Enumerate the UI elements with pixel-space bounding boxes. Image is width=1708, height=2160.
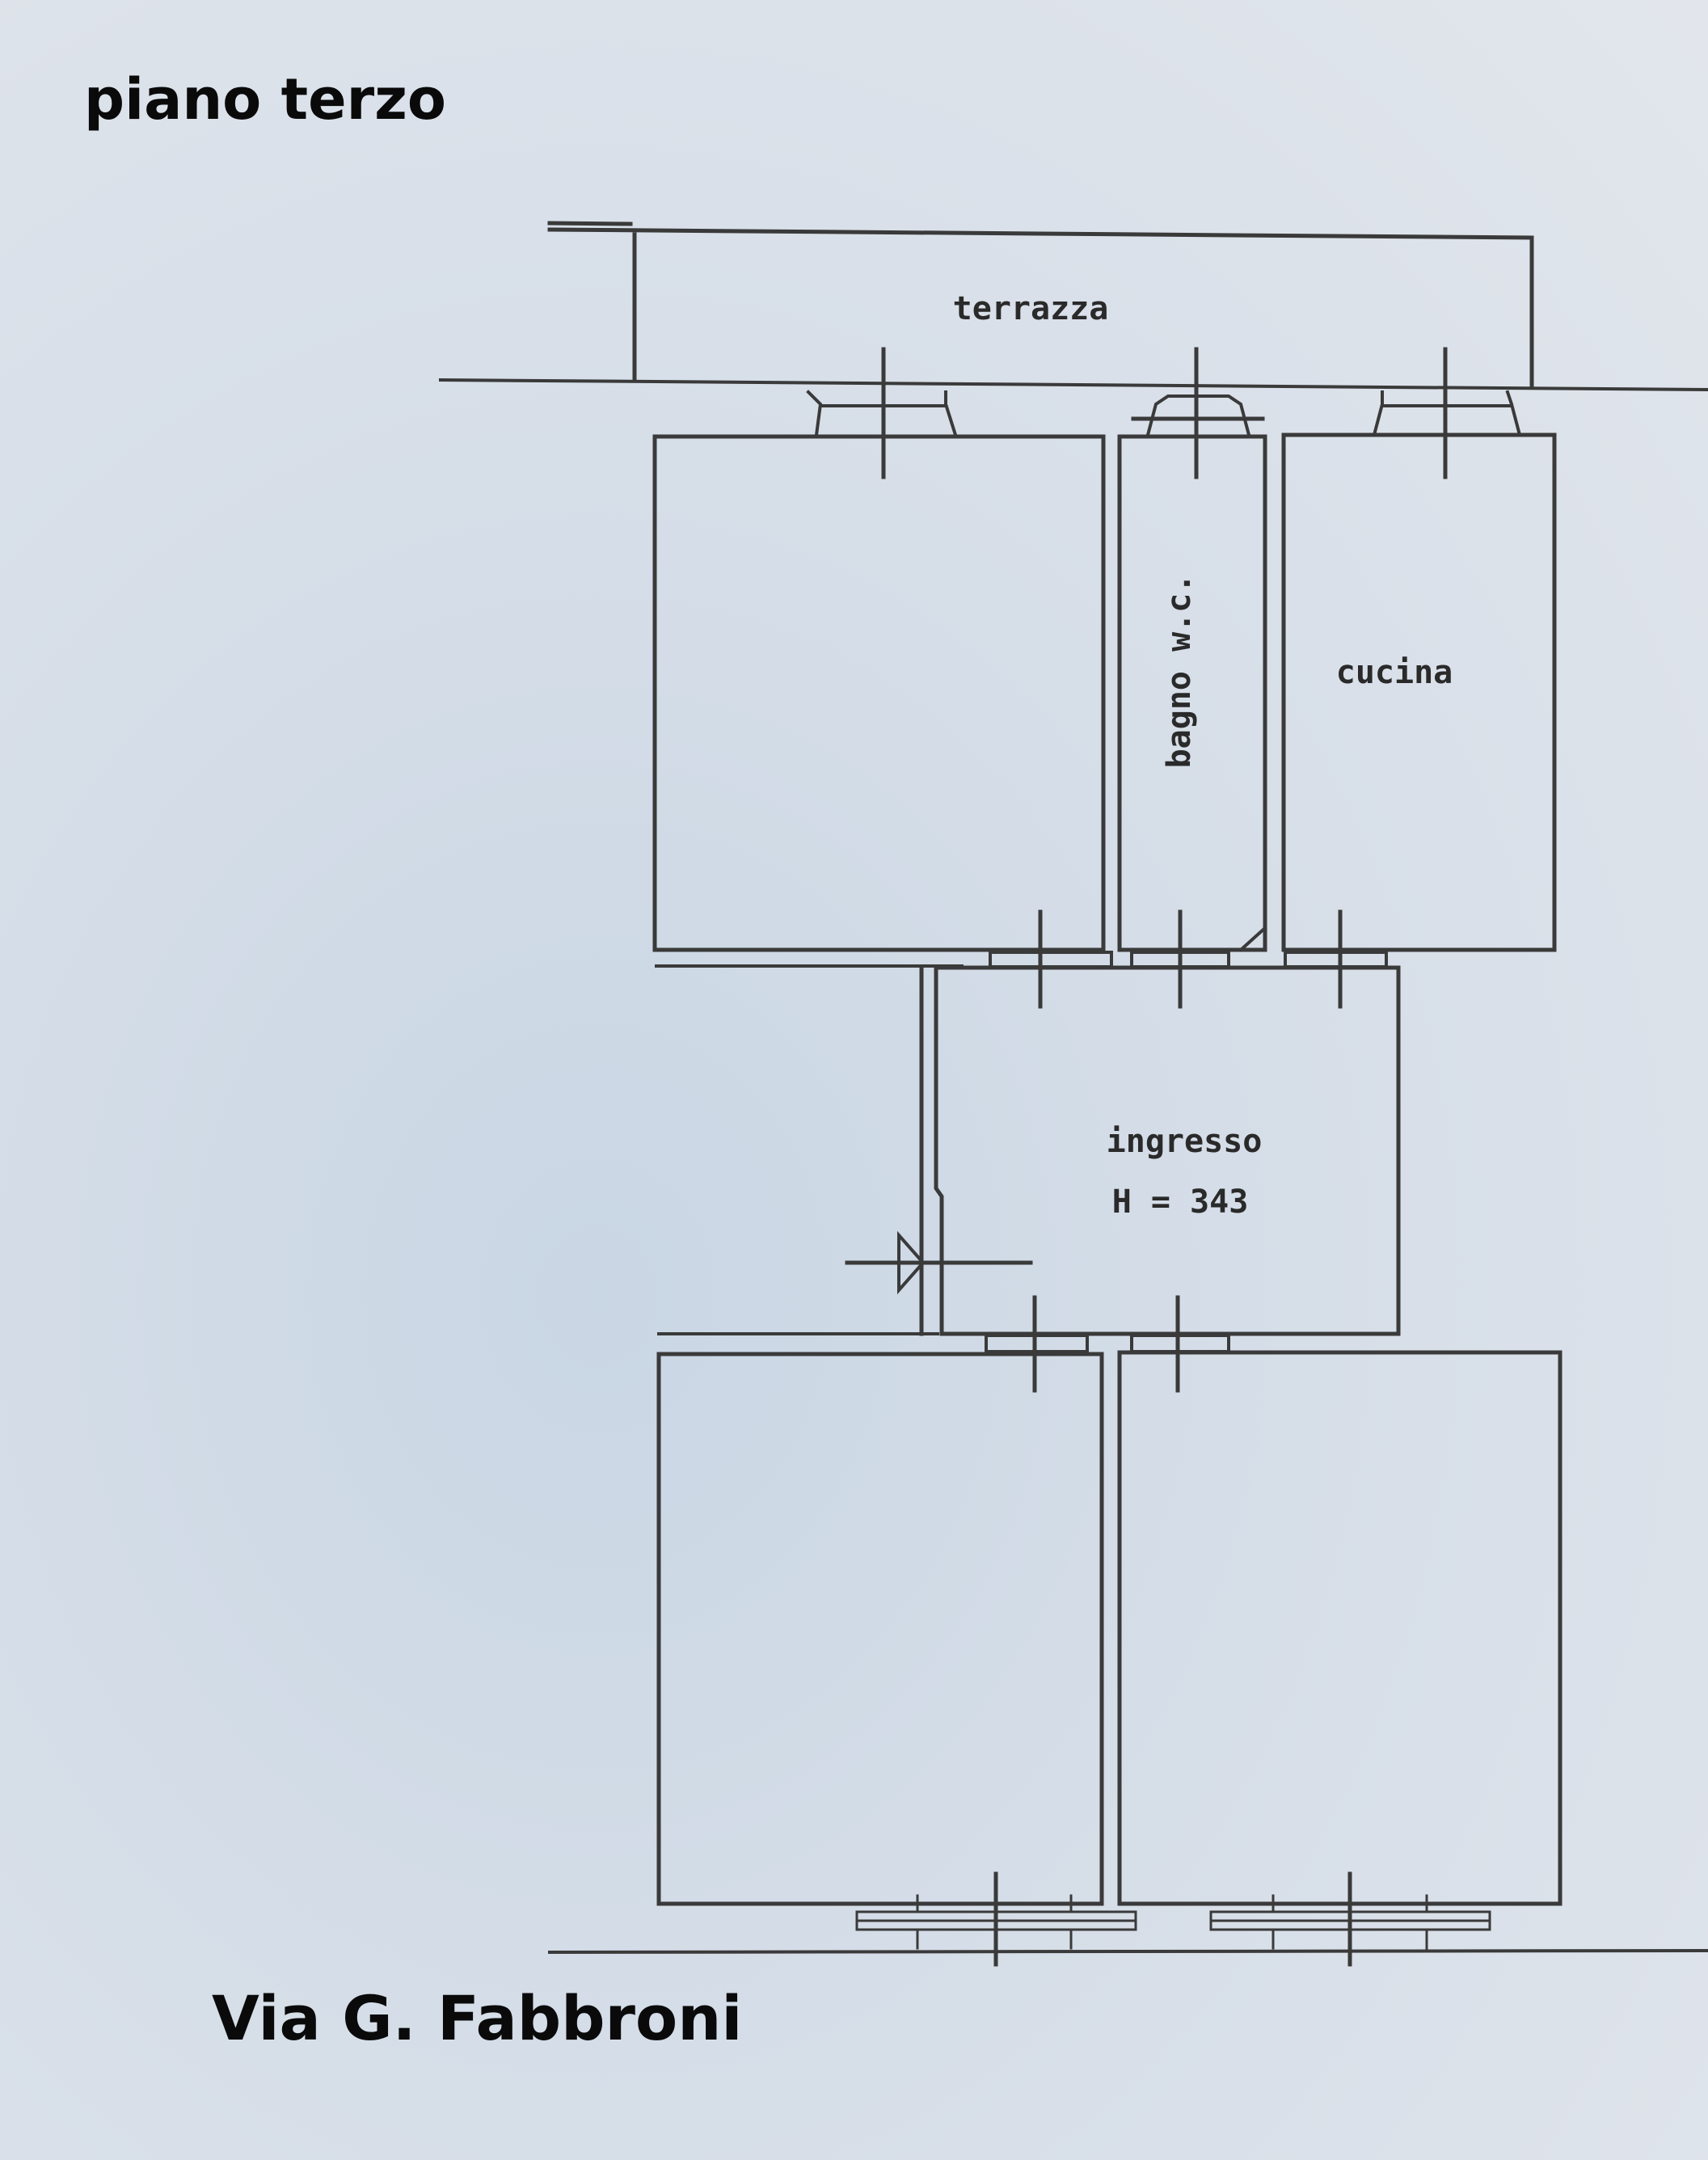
label-terrace: terrazza bbox=[953, 290, 1109, 327]
street-line bbox=[547, 1948, 1708, 1955]
room-bathroom bbox=[1117, 434, 1267, 952]
entrance-door-symbol bbox=[897, 1230, 926, 1295]
label-entrance-height: H = 343 bbox=[1112, 1183, 1249, 1221]
axis-ticks bbox=[845, 347, 1448, 1967]
floor-title: piano terzo bbox=[84, 66, 446, 133]
room-bottom-left bbox=[656, 1352, 1104, 1906]
terrace-outline bbox=[438, 221, 1708, 392]
room-kitchen bbox=[1281, 432, 1557, 952]
label-bathroom: bagno w.c. bbox=[1161, 574, 1198, 769]
room-entrance bbox=[657, 965, 1401, 1336]
label-kitchen: cucina bbox=[1336, 654, 1453, 691]
room-top-left bbox=[652, 434, 1106, 952]
street-name: Via G. Fabbroni bbox=[212, 1982, 743, 2054]
label-entrance: ingresso bbox=[1107, 1123, 1263, 1160]
room-bottom-right bbox=[1117, 1350, 1563, 1906]
